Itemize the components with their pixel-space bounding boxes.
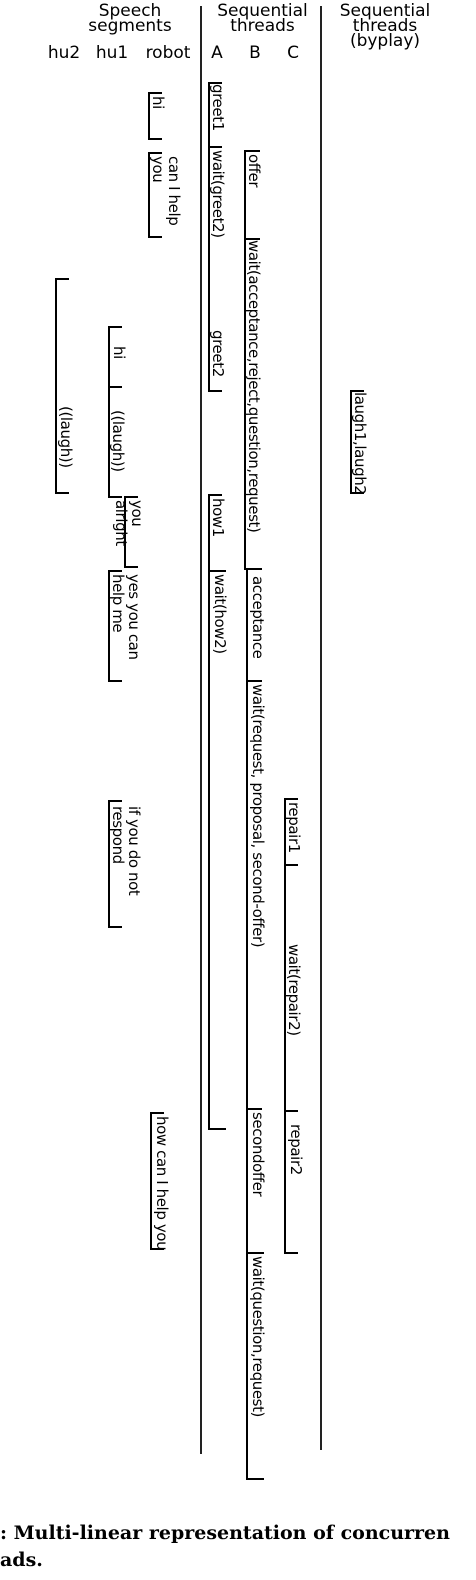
segment-hu1-laugh-label: ((laugh)) (109, 410, 127, 472)
thread-A-wait-how2 (208, 570, 226, 1130)
thread-C-repair1-label: repair1 (285, 802, 303, 853)
segment-hu1-laugh (108, 386, 122, 498)
thread-B-offer-label: offer (245, 154, 263, 188)
segment-robot-you-alright-label: you alright (112, 500, 146, 546)
segment-hu1-hi-label: hi (110, 346, 128, 359)
thread-A-greet1-label: greet1 (209, 84, 227, 131)
thread-B-wait-request-label: wait(request, proposal, second-offer) (249, 684, 267, 948)
segment-robot-hi-label: hi (149, 96, 167, 109)
byplay-laugh-label: laugh1,laugh2 (351, 392, 369, 495)
col-robot: robot (145, 43, 191, 63)
segment-robot-can-help-label: can I help you (149, 156, 183, 226)
col-hu2: hu2 (47, 43, 81, 63)
byplay-threads-header: Sequential threads (byplay) (339, 1, 431, 51)
col-hu1: hu1 (95, 43, 129, 63)
thread-B-wait-question-label: wait(question,request) (249, 1256, 267, 1418)
thread-C-repair2-label: repair2 (287, 1124, 305, 1175)
segment-hu2-laugh (55, 278, 69, 494)
segment-robot-you-alright (124, 496, 138, 568)
thread-A-wait-how2-label: wait(how2) (211, 574, 229, 654)
segment-hu1-yes (108, 570, 122, 682)
segment-robot-can-help (148, 152, 162, 238)
thread-B-wait-accept-label: wait(acceptance,reject,question,request) (245, 240, 263, 533)
thread-A-greet2-label: greet2 (209, 330, 227, 377)
segment-hu1-yes-label: yes you can help me (109, 574, 143, 660)
speech-segments-header: Speech segments (88, 1, 172, 36)
segment-hu1-if-you (108, 800, 122, 928)
thread-A-how1-label: how1 (209, 498, 227, 537)
thread-A-wait-greet2 (208, 146, 222, 392)
thread-A-wait-greet2-label: wait(greet2) (209, 150, 227, 238)
thread-C-repair2 (284, 1110, 298, 1254)
segment-robot-how-can (150, 1112, 164, 1250)
sequential-threads-header: Sequential threads (217, 1, 308, 36)
segment-hu1-if-you-label: if you do not respond (109, 806, 143, 896)
col-B: B (249, 43, 261, 63)
divider-speech-threads (200, 6, 202, 1454)
segment-hu2-laugh-label: ((laugh)) (57, 406, 75, 468)
segment-robot-how-can-label: how can I help you (153, 1116, 171, 1251)
thread-B-secondoffer-label: secondoffer (249, 1112, 267, 1197)
col-C: C (287, 43, 299, 63)
thread-B-acceptance-label: acceptance (249, 576, 267, 659)
thread-B-wait-question (246, 1252, 264, 1480)
segment-robot-hi (148, 92, 162, 140)
thread-C-wait-repair2-label: wait(repair2) (285, 944, 303, 1036)
figure-caption: : Multi-linear representation of concurr… (0, 1522, 450, 1571)
col-A: A (211, 43, 223, 63)
byplay-laugh (350, 390, 364, 494)
divider-threads-byplay (320, 6, 322, 1450)
